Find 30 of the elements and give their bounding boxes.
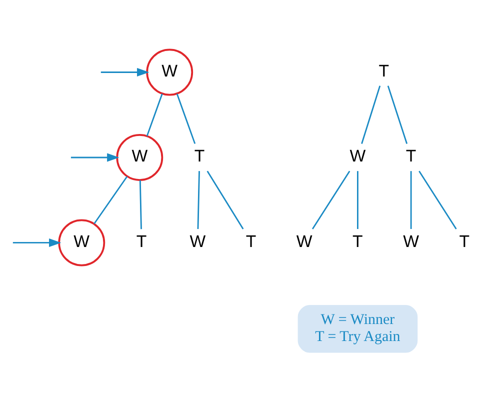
connector: [361, 86, 381, 144]
node-text: T: [352, 232, 363, 251]
node-text: T: [459, 232, 470, 251]
connector: [206, 170, 244, 230]
node-box: W = Winner T = Try Again: [298, 305, 418, 353]
node-text: T: [378, 61, 390, 80]
node-circle: W: [58, 219, 106, 266]
node-text: W: [350, 146, 366, 166]
arrow: [12, 238, 62, 247]
connector: [139, 180, 142, 230]
node-text: W: [403, 232, 419, 251]
node-text: T: [136, 232, 147, 251]
connector: [176, 94, 196, 144]
node-text: W: [296, 232, 312, 251]
arrow: [70, 153, 120, 162]
node-text: T: [246, 232, 256, 251]
connector: [387, 86, 408, 144]
arrow: [100, 68, 150, 76]
node-text: W: [190, 232, 206, 251]
connector: [197, 171, 200, 230]
connector: [410, 171, 412, 229]
connector: [357, 171, 358, 229]
connector: [312, 170, 350, 230]
node-circle: W: [116, 134, 164, 181]
node-text: T: [406, 146, 416, 166]
connector: [418, 170, 457, 230]
connector: [94, 176, 128, 224]
node-text: T: [194, 146, 205, 166]
node-circle: W: [146, 48, 194, 96]
connector: [146, 94, 163, 136]
